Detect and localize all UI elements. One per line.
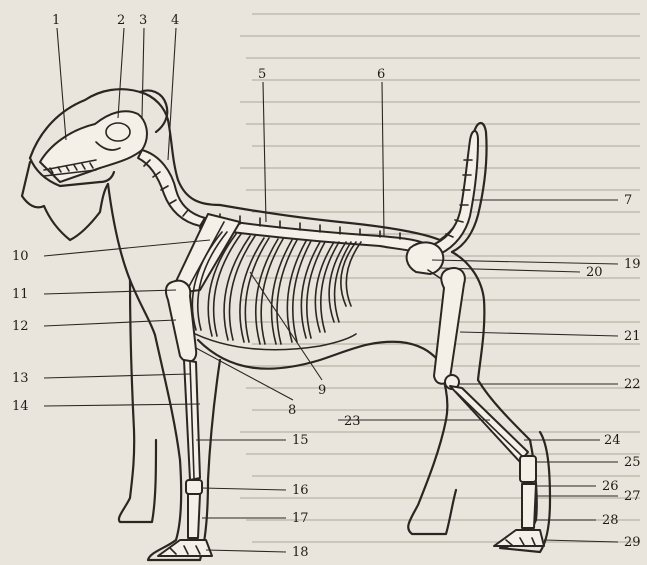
label-18: 18 [292,545,309,560]
label-11: 11 [12,287,29,302]
label-9: 9 [318,383,326,398]
leader-5 [263,82,266,222]
leader-3 [142,28,144,118]
label-22: 22 [624,377,641,392]
label-21: 21 [624,329,641,344]
label-27: 27 [624,489,641,504]
leader-29 [544,540,618,542]
label-14: 14 [12,399,29,414]
number-labels: 1 2 3 4 5 6 7 8 9 10 11 12 13 14 15 16 1… [12,13,641,560]
label-5: 5 [258,67,266,82]
leader-6 [382,82,384,236]
leader-1 [57,28,66,140]
label-7: 7 [624,193,632,208]
label-17: 17 [292,511,309,526]
label-4: 4 [171,13,179,28]
label-23: 23 [344,414,361,429]
skull [40,111,147,182]
label-10: 10 [12,249,29,264]
label-20: 20 [586,265,603,280]
label-6: 6 [377,67,385,82]
cervical-vertebrae [138,150,205,226]
label-24: 24 [604,433,621,448]
leader-13 [44,374,190,378]
leader-12 [44,320,176,326]
label-2: 2 [117,13,125,28]
pelvis [407,242,446,282]
leader-14 [44,404,200,406]
leader-10 [44,240,210,256]
leader-2 [118,28,124,118]
caudal-vertebrae [430,131,478,254]
rib-inner-edge [346,242,361,306]
label-1: 1 [52,13,60,28]
label-13: 13 [12,371,29,386]
label-15: 15 [292,433,309,448]
label-29: 29 [624,535,641,550]
leader-11 [44,290,176,294]
label-19: 19 [624,257,641,272]
label-12: 12 [12,319,29,334]
hind-limb-bones [434,268,544,546]
label-16: 16 [292,483,309,498]
leader-8 [196,348,293,400]
leader-18 [206,550,286,552]
leader-19 [432,260,618,264]
label-28: 28 [602,513,619,528]
leader-9 [250,272,322,380]
front-limb-bones [158,281,212,556]
label-3: 3 [139,13,147,28]
label-26: 26 [602,479,619,494]
label-25: 25 [624,455,641,470]
label-8: 8 [288,403,296,418]
leader-16 [202,488,286,490]
